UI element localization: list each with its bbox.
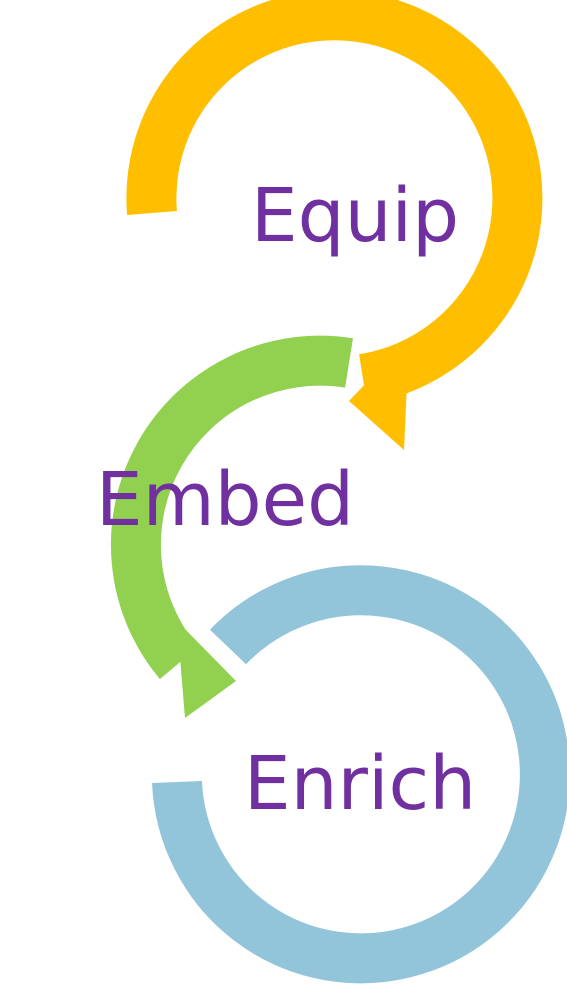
embed-label: Embed (96, 457, 354, 543)
enrich-label: Enrich (244, 741, 476, 827)
enrich-ring (152, 565, 567, 984)
equip-arrowhead-icon (349, 338, 409, 450)
enrich-ring-arc (152, 565, 567, 984)
embed-ring-arc (111, 335, 353, 680)
equip-label: Equip (251, 173, 459, 259)
embed-arrowhead-icon (177, 621, 236, 718)
equip-ring-arc (126, 0, 543, 404)
equip-ring (126, 0, 543, 450)
embed-ring (111, 335, 353, 718)
